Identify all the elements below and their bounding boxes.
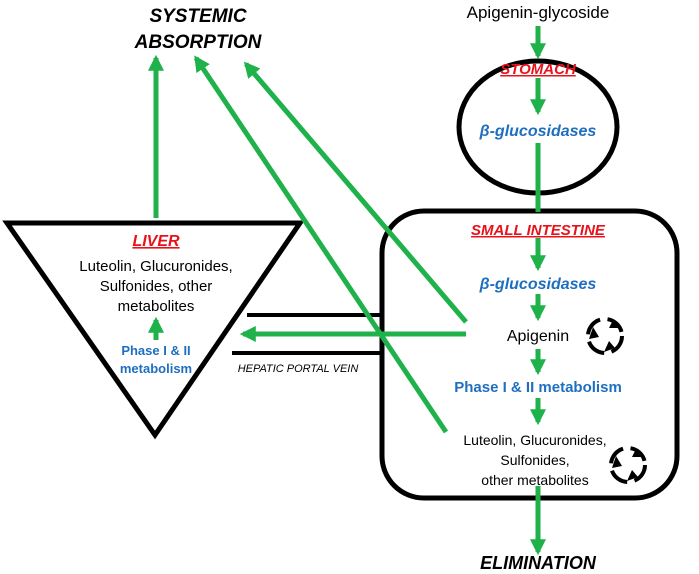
apigenin-label: Apigenin: [507, 328, 569, 345]
liver-metabolism-line2: metabolism: [120, 361, 192, 376]
liver-triangle: [2, 220, 305, 440]
elimination-label: ELIMINATION: [480, 553, 597, 573]
intestine-metabolites-line1: Luteolin, Glucuronides,: [463, 432, 606, 448]
stomach-title: STOMACH: [500, 61, 577, 78]
intestine-title: SMALL INTESTINE: [471, 222, 606, 239]
apigenin-glycoside-label: Apigenin-glycoside: [467, 3, 610, 22]
stomach-enzyme: β-glucosidases: [479, 123, 597, 140]
liver-title: LIVER: [132, 233, 180, 250]
intestine-metabolites-line2: Sulfonides,: [500, 452, 569, 468]
arrow-metabolites-to-absorption: [193, 55, 449, 434]
liver-metabolites-line2: Sulfonides, other: [100, 278, 213, 295]
arrow-apigenin-to-absorption: [243, 61, 468, 324]
portal-vein-label: HEPATIC PORTAL VEIN: [238, 363, 359, 375]
intestine-metabolism: Phase I & II metabolism: [454, 379, 622, 396]
systemic-label-line1: SYSTEMIC: [149, 6, 246, 27]
liver-metabolism-line1: Phase I & II: [121, 343, 190, 358]
recycle-icon: [609, 446, 647, 484]
recycle-icon: [586, 317, 624, 355]
liver-metabolites-line1: Luteolin, Glucuronides,: [79, 258, 232, 275]
intestine-metabolites-line3: other metabolites: [481, 472, 588, 488]
intestine-enzyme: β-glucosidases: [479, 276, 597, 293]
liver-metabolites-line3: metabolites: [118, 298, 195, 315]
systemic-label-line2: ABSORPTION: [134, 32, 263, 53]
